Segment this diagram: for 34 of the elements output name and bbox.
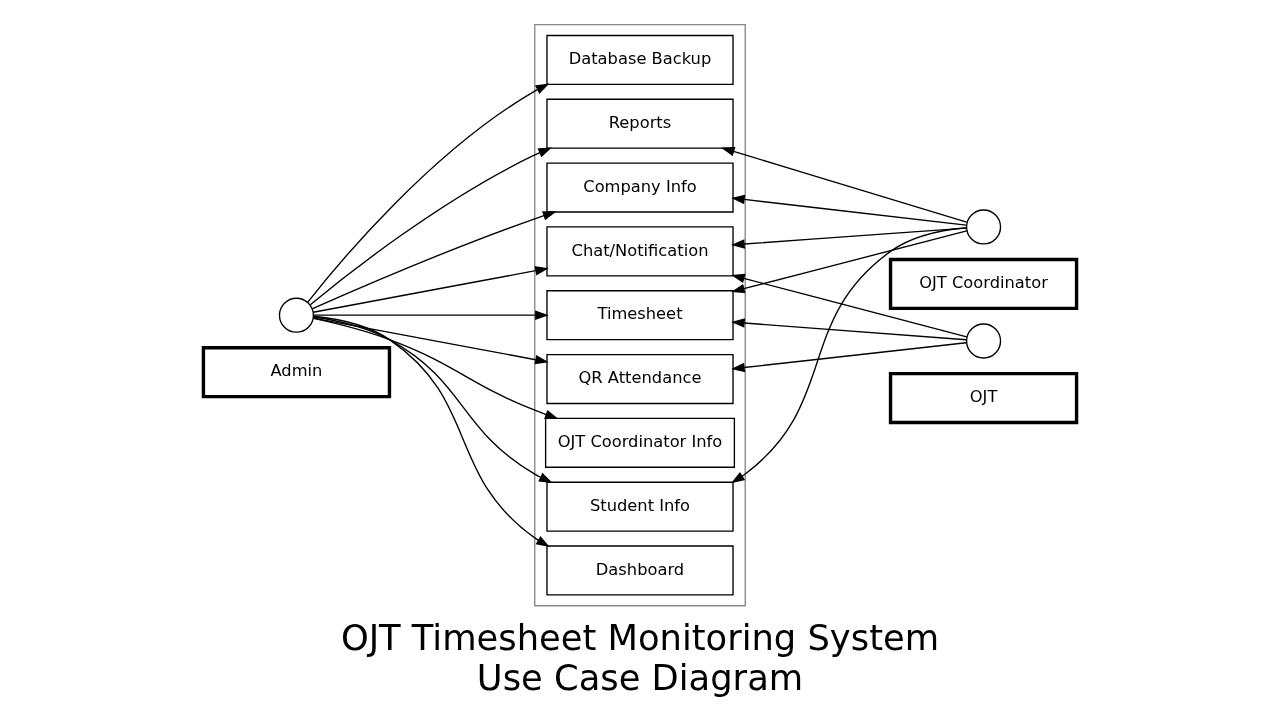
arrow bbox=[731, 342, 967, 373]
arrow bbox=[312, 317, 549, 365]
arrow bbox=[721, 147, 968, 223]
arrow bbox=[311, 211, 557, 310]
arrow bbox=[731, 227, 968, 484]
arrow bbox=[731, 227, 967, 249]
node-box: Student Info bbox=[546, 481, 734, 532]
node-box: QR Attendance bbox=[546, 353, 734, 405]
node-box: Reports bbox=[546, 98, 734, 149]
arrow bbox=[313, 310, 549, 320]
node-box: Database Backup bbox=[546, 34, 734, 86]
node-box: Timesheet bbox=[546, 290, 734, 341]
node-box: Company Info bbox=[546, 162, 734, 213]
node-box: OJT Coordinator bbox=[888, 257, 1079, 311]
node-person bbox=[278, 297, 315, 333]
arrow bbox=[313, 315, 550, 548]
arrow bbox=[731, 194, 967, 226]
node-person bbox=[965, 209, 1002, 245]
node-person bbox=[965, 323, 1002, 359]
arrow bbox=[306, 83, 550, 304]
node-box: OJT bbox=[888, 371, 1079, 425]
arrow bbox=[312, 266, 549, 313]
diagram-title: OJT Timesheet Monitoring System bbox=[340, 617, 940, 659]
node-box: Dashboard bbox=[546, 545, 734, 596]
node-box: Chat/Notification bbox=[546, 226, 734, 277]
arrow bbox=[731, 273, 968, 338]
caption: Use Case Diagram bbox=[476, 656, 804, 698]
arrow bbox=[312, 316, 553, 484]
node-box: Admin bbox=[201, 346, 392, 399]
node-box: OJT Coordinator Info bbox=[544, 417, 736, 468]
arrow bbox=[731, 230, 968, 294]
arrow bbox=[731, 318, 967, 341]
arrow bbox=[313, 317, 559, 420]
arrow bbox=[309, 147, 552, 306]
